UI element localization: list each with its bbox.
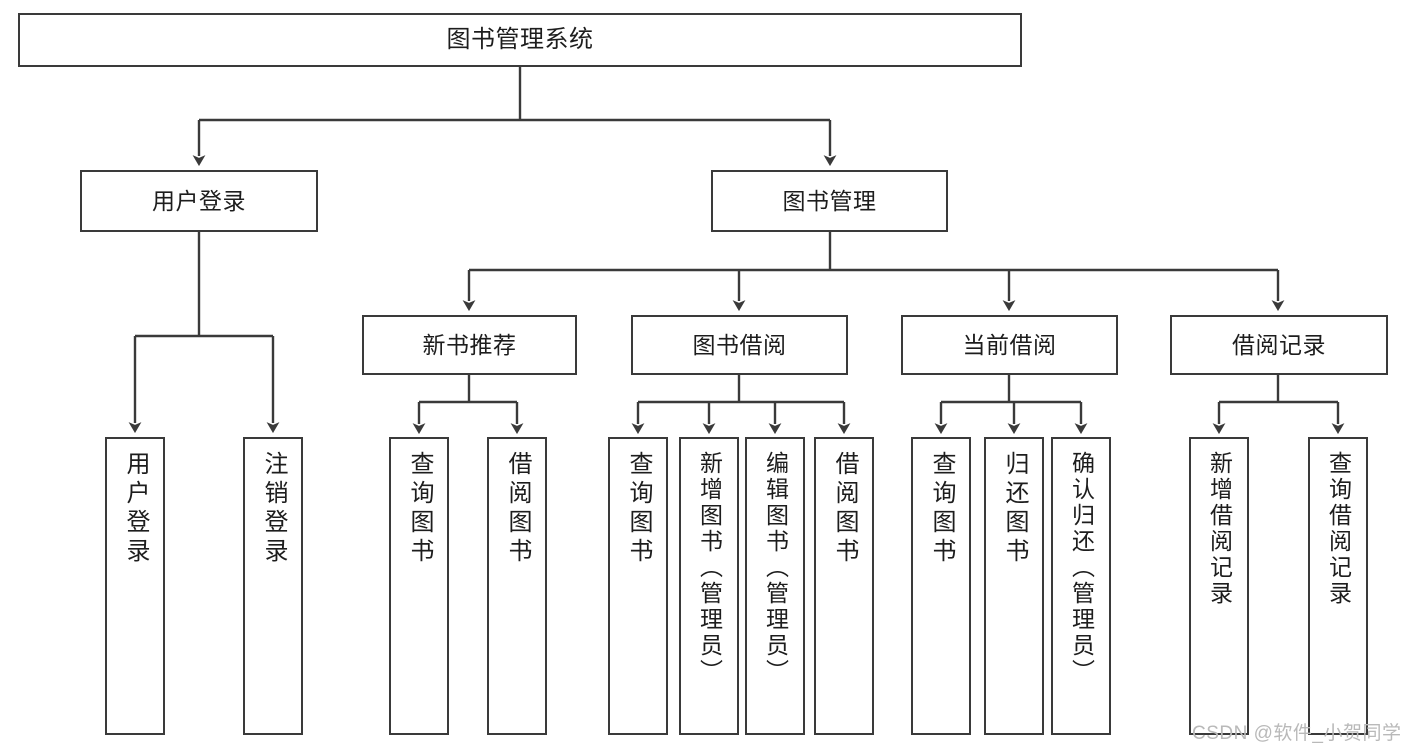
- node-current-borrowing[interactable]: 当前借阅: [901, 315, 1118, 375]
- node-label: 借阅记录: [1232, 331, 1326, 358]
- node-label: 用户登录: [122, 451, 149, 567]
- node-root-book-management-system[interactable]: 图书管理系统: [18, 13, 1022, 67]
- leaf-node-add-borrow-record[interactable]: 新增借阅记录: [1189, 437, 1249, 735]
- leaf-node-confirm-return-admin[interactable]: 确认归还（管理员）: [1051, 437, 1111, 735]
- node-label: 归还图书: [1001, 451, 1028, 567]
- node-label: 图书管理: [782, 187, 877, 214]
- node-label: 当前借阅: [962, 331, 1057, 358]
- leaf-node-query-books-current[interactable]: 查询图书: [911, 437, 971, 735]
- leaf-node-borrow-books-borrowing[interactable]: 借阅图书: [814, 437, 874, 735]
- node-label: 借阅图书: [504, 451, 531, 567]
- node-label: 用户登录: [152, 187, 246, 214]
- node-label: 图书管理系统: [446, 26, 594, 54]
- leaf-node-user-login[interactable]: 用户登录: [105, 437, 165, 735]
- node-label: 新增图书（管理员）: [696, 451, 723, 685]
- leaf-node-query-books-recommend[interactable]: 查询图书: [389, 437, 449, 735]
- node-label: 查询图书: [625, 451, 652, 567]
- node-new-book-recommendation[interactable]: 新书推荐: [362, 315, 577, 375]
- node-label: 图书借阅: [692, 331, 787, 358]
- node-label: 新增借阅记录: [1206, 451, 1233, 607]
- node-label: 查询图书: [928, 451, 955, 567]
- csdn-watermark: CSDN @软件_小贺同学: [1192, 723, 1402, 744]
- node-label: 查询图书: [406, 451, 433, 567]
- leaf-node-edit-book-admin[interactable]: 编辑图书（管理员）: [745, 437, 805, 735]
- leaf-node-query-borrow-record[interactable]: 查询借阅记录: [1308, 437, 1368, 735]
- leaf-node-logout[interactable]: 注销登录: [243, 437, 303, 735]
- leaf-node-borrow-books-recommend[interactable]: 借阅图书: [487, 437, 547, 735]
- node-label: 借阅图书: [831, 451, 858, 567]
- node-label: 编辑图书（管理员）: [762, 451, 789, 685]
- node-book-management[interactable]: 图书管理: [711, 170, 948, 232]
- leaf-node-return-books[interactable]: 归还图书: [984, 437, 1044, 735]
- node-borrowing-record[interactable]: 借阅记录: [1170, 315, 1388, 375]
- node-label: 查询借阅记录: [1325, 451, 1352, 607]
- node-label: 新书推荐: [422, 331, 517, 358]
- leaf-node-query-books-borrowing[interactable]: 查询图书: [608, 437, 668, 735]
- node-label: 确认归还（管理员）: [1068, 451, 1095, 685]
- node-book-borrowing[interactable]: 图书借阅: [631, 315, 848, 375]
- leaf-node-add-book-admin[interactable]: 新增图书（管理员）: [679, 437, 739, 735]
- node-label: 注销登录: [260, 451, 287, 567]
- node-user-login[interactable]: 用户登录: [80, 170, 318, 232]
